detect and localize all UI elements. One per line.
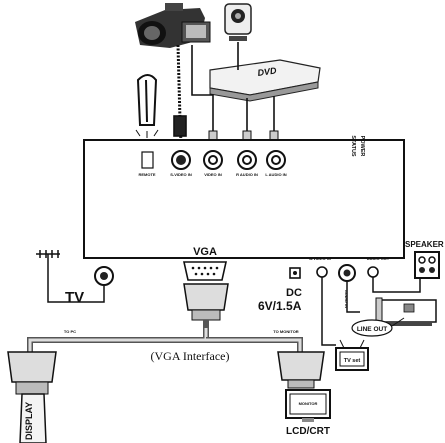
- remote-port: REMOTE: [138, 151, 156, 177]
- tv-antenna-icon: [36, 250, 105, 303]
- webcam-icon: [224, 3, 252, 41]
- monitor-label: MONITOR: [299, 401, 318, 406]
- power-label: POWER: [359, 136, 365, 157]
- monitor-vga-connector: [277, 351, 325, 389]
- dvd-player-icon: DVD: [209, 59, 321, 102]
- remote-control-icon: [135, 74, 159, 138]
- svideo-in-label: S-VIDEO IN: [170, 172, 192, 177]
- vga-label: VGA: [193, 246, 217, 258]
- display-device: DISPLAY: [19, 393, 47, 443]
- to-pc-label: TO PC: [64, 329, 76, 334]
- hub-box: [83, 139, 405, 259]
- vga-splitter-cable: [27, 283, 303, 352]
- line-out-label: LINE OUT: [357, 326, 387, 333]
- speaker-label: SPEAKER: [405, 240, 444, 249]
- to-monitor-label: TO MONITOR: [273, 329, 299, 334]
- line-out-bubble: LINE OUT: [351, 319, 393, 337]
- dc-label: DC: [286, 287, 302, 299]
- tv-label: TV: [65, 289, 84, 306]
- vga-interface-label: (VGA Interface): [151, 349, 230, 363]
- vga-port: [183, 261, 227, 281]
- camcorder-icon: [135, 3, 211, 48]
- dvd-label: DVD: [257, 65, 278, 78]
- tv-port: [94, 266, 114, 286]
- speaker-icon: [414, 251, 440, 279]
- audio-out-label: AUDIO OUT: [367, 256, 390, 261]
- tv-set-icon: TV set: [335, 339, 369, 371]
- sound-card-icon: [375, 297, 437, 327]
- avideo-in-port: A.VIDEO IN: [309, 256, 331, 278]
- avideo-in-label: A.VIDEO IN: [309, 256, 331, 261]
- l-audio-in-label: L AUDIO IN: [265, 172, 286, 177]
- monitor-icon: MONITOR: [285, 389, 331, 422]
- l-audio-in-port: L AUDIO IN: [265, 150, 287, 177]
- dc-rating-label: 6V/1.5A: [258, 299, 302, 313]
- pc-vga-connector: [7, 351, 57, 395]
- display-label: DISPLAY: [24, 402, 34, 440]
- audio-cables: [321, 277, 421, 346]
- video-in-port: VIDEO IN: [203, 150, 223, 177]
- svideo-in-port: S-VIDEO IN: [170, 150, 192, 177]
- audio-out-port: AUDIO OUT: [367, 256, 390, 278]
- remote-port-label: REMOTE: [138, 172, 155, 177]
- video-in-label: VIDEO IN: [204, 172, 222, 177]
- r-audio-in-label: R AUDIO IN: [236, 172, 258, 177]
- status-label: STATUS: [350, 135, 356, 157]
- tv-set-label: TV set: [344, 358, 361, 364]
- dc-port: [289, 267, 301, 279]
- lcd-crt-label: LCD/CRT: [286, 426, 330, 437]
- status-indicators: POWER STATUS: [350, 135, 365, 157]
- r-audio-in-port: R AUDIO IN: [236, 150, 258, 177]
